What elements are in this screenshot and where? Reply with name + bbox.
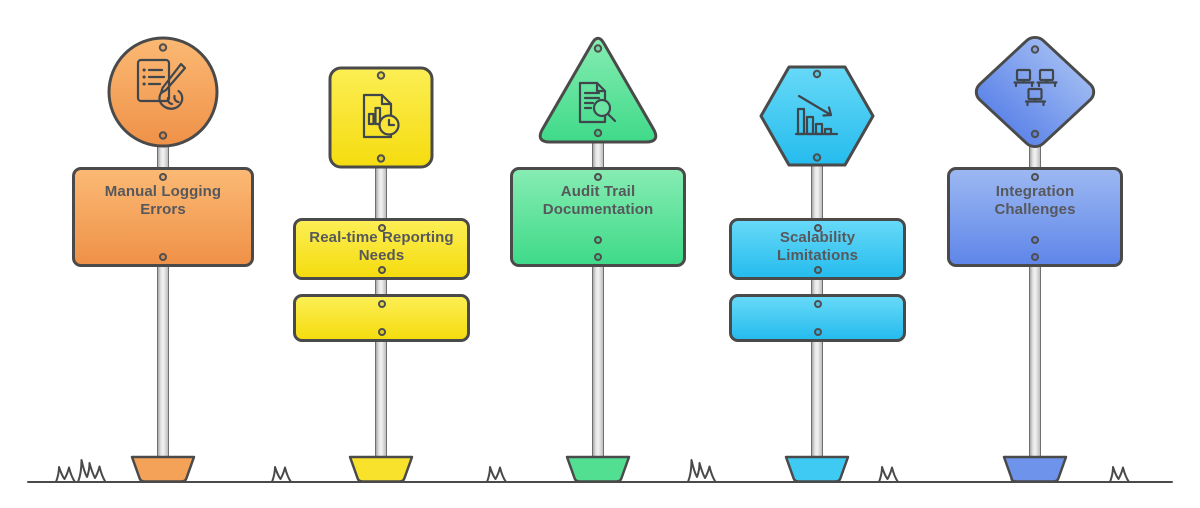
sign-label: Scalability Limitations (776, 229, 859, 264)
base-1 (130, 455, 196, 483)
shape-hexagon (759, 65, 875, 167)
sign-label: Integration Challenges (994, 183, 1076, 218)
screw-icon (593, 44, 603, 53)
grass-icon (1109, 466, 1130, 483)
screw-icon (1030, 45, 1040, 54)
screw-icon (376, 154, 386, 163)
screw-icon (1031, 236, 1039, 244)
screw-icon (812, 69, 822, 79)
screw-icon (1031, 253, 1039, 261)
document-writing-icon (136, 58, 187, 110)
sign-manual-logging-errors: Manual Logging Errors (72, 167, 254, 267)
screw-icon (377, 328, 386, 336)
screw-icon (813, 224, 822, 232)
screw-icon (376, 71, 386, 80)
screw-icon (377, 266, 386, 274)
screw-icon (594, 173, 602, 181)
sign-label: Real-time Reporting Needs (309, 229, 454, 264)
screw-icon (377, 300, 386, 308)
sign-scalability-limitations: Scalability Limitations (729, 218, 906, 280)
screw-icon (813, 300, 822, 308)
sign-label: Manual Logging Errors (104, 183, 222, 218)
base-2 (348, 455, 414, 483)
screw-icon (594, 253, 602, 261)
screw-icon (159, 173, 167, 181)
sign-audit-trail-documentation: Audit Trail Documentation (510, 167, 686, 267)
network-computers-icon (1013, 68, 1058, 107)
screw-icon (159, 253, 167, 261)
shape-diamond (974, 36, 1096, 148)
screw-icon (812, 153, 822, 162)
sign-blank (293, 294, 470, 342)
screw-icon (377, 224, 386, 232)
screw-icon (158, 43, 168, 52)
base-5 (1002, 455, 1068, 483)
screw-icon (1030, 129, 1040, 139)
sign-integration-challenges: Integration Challenges (947, 167, 1123, 267)
sign-realtime-reporting-needs: Real-time Reporting Needs (293, 218, 470, 280)
grass-icon (878, 466, 899, 483)
grass-icon (486, 466, 507, 483)
grass-icon (271, 466, 292, 483)
base-4 (784, 455, 850, 483)
document-magnifier-icon (578, 81, 617, 124)
screw-icon (593, 128, 603, 138)
grass-icon (687, 459, 717, 483)
shape-triangle (538, 36, 658, 144)
screw-icon (813, 266, 822, 274)
base-3 (565, 455, 631, 483)
screw-icon (158, 131, 168, 140)
sign-label: Audit Trail Documentation (542, 183, 654, 218)
screw-icon (1031, 173, 1039, 181)
shape-circle (107, 36, 219, 148)
grass-icon (77, 459, 107, 483)
screw-icon (594, 236, 602, 244)
shape-square (328, 66, 434, 169)
report-clock-icon (362, 93, 400, 139)
grass-icon (55, 466, 76, 483)
declining-bar-chart-icon (794, 94, 839, 136)
sign-blank (729, 294, 906, 342)
screw-icon (813, 328, 822, 336)
